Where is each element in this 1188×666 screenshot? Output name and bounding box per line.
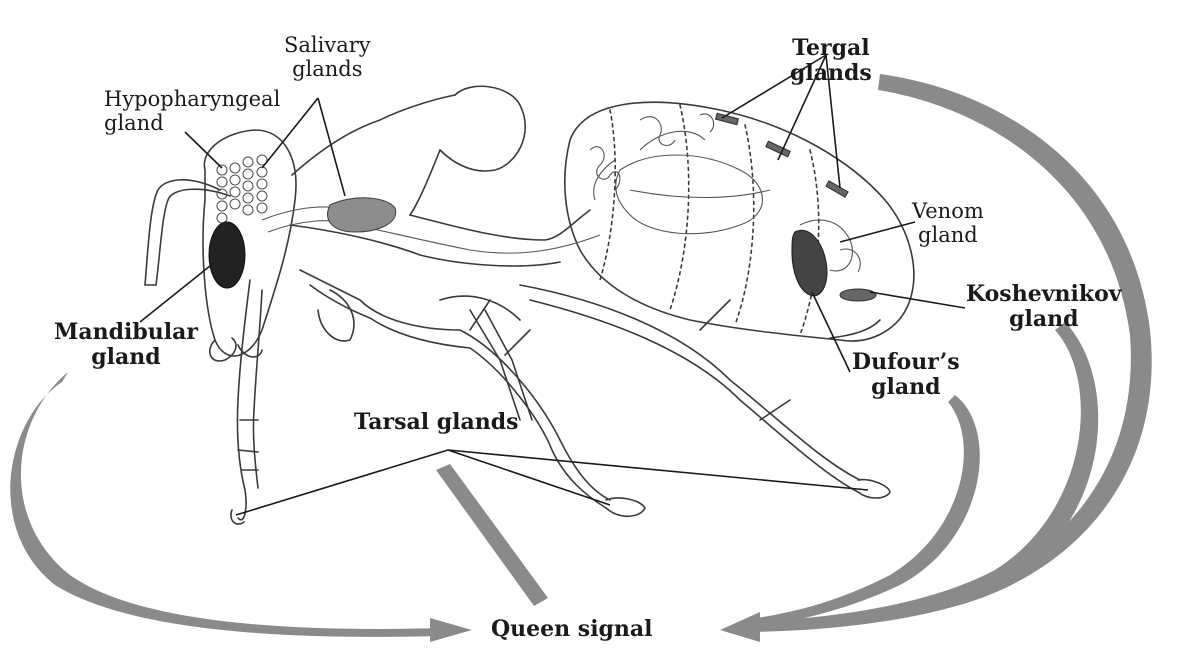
mandible [209, 337, 237, 362]
koshevnikov-gland-shape [839, 288, 877, 302]
label-tergal-line2: glands [790, 59, 872, 86]
label-queen-signal: Queen signal [491, 616, 653, 642]
label-dufour-line2: gland [871, 373, 941, 400]
label-tergal-line1: Tergal [792, 35, 870, 61]
signal-arrows [10, 74, 1152, 642]
label-mandibular-line1: Mandibular [54, 319, 198, 345]
label-hypopharyngeal-line2: gland [104, 110, 164, 135]
gaster [564, 101, 915, 342]
antenna-left-inner [155, 188, 231, 286]
salivary-gland-cluster [327, 197, 397, 233]
label-venom-line2: gland [918, 222, 978, 247]
label-koshevnikov-line2: gland [1009, 305, 1079, 332]
label-tergal-glands: Tergal glands [790, 36, 872, 85]
label-salivary-glands: Salivary glands [284, 33, 371, 81]
label-dufour-line1: Dufour’s [852, 349, 960, 375]
thorax [439, 85, 526, 172]
label-koshevnikov-line1: Koshevnikov [966, 281, 1122, 307]
label-venom-gland: Venom gland [912, 199, 984, 247]
tergal-gland-1 [714, 112, 740, 126]
label-salivary-line2: glands [292, 56, 363, 81]
arrowhead-right [720, 612, 760, 642]
arrowhead-left [430, 618, 472, 642]
leg-front [236, 279, 251, 521]
ant-outline [144, 85, 915, 525]
label-dufours-gland: Dufour’s gland [852, 350, 960, 399]
arrow-dufour [740, 395, 980, 628]
leader-lines [139, 54, 966, 516]
dufour-gland-shape [791, 229, 828, 297]
internal-structures [216, 112, 877, 302]
label-mandibular-gland: Mandibular gland [54, 320, 198, 369]
tergal-gland-3 [825, 180, 849, 198]
mandibular-gland-shape [208, 221, 246, 289]
leg-hind [519, 284, 861, 481]
head [202, 129, 297, 357]
antenna-left [144, 179, 221, 286]
tergal-gland-2 [765, 140, 791, 158]
arrow-tarsal [436, 464, 548, 606]
label-koshevnikov-gland: Koshevnikov gland [966, 282, 1122, 331]
label-salivary-line1: Salivary [284, 33, 371, 57]
hypopharyngeal-gland-beads [216, 154, 268, 224]
leg-mid [299, 269, 611, 501]
label-tarsal-glands: Tarsal glands [354, 409, 519, 435]
label-hypopharyngeal-line1: Hypopharyngeal [104, 87, 281, 111]
label-venom-line1: Venom [912, 199, 984, 223]
label-hypopharyngeal-gland: Hypopharyngeal gland [104, 87, 281, 135]
label-mandibular-line2: gland [91, 343, 161, 370]
